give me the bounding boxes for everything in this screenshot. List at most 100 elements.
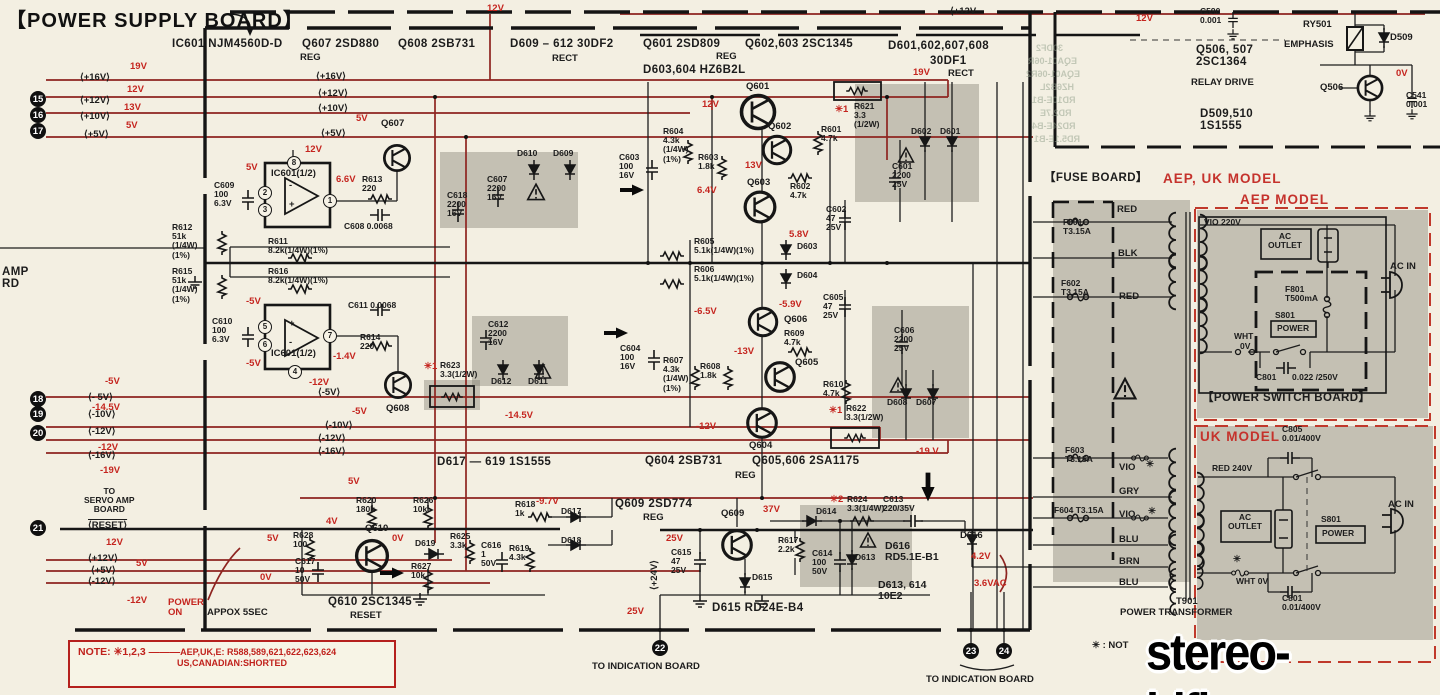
capacitor-c614: [833, 551, 847, 573]
title-arrow-head: [246, 27, 254, 36]
note-line1: NOTE: ✳1,2,3 ―――AEP,UK,E: R588,589,621,6…: [78, 646, 337, 658]
label-4v: 4V: [326, 516, 338, 527]
label-d613-614-10e2: D613, 614 10E2: [878, 579, 927, 603]
capacitor-c613: [902, 514, 924, 528]
label-c603-100-16v: C603 100 16V: [619, 152, 640, 181]
label-r614-220: R614 220: [360, 332, 381, 352]
terminal-19: 19: [30, 406, 46, 422]
diode-d604: [780, 268, 792, 290]
label-c611-0-0068: C611 0.0068: [348, 300, 397, 310]
label-: -: [289, 180, 293, 191]
label-0v: 0V: [1396, 68, 1408, 79]
capacitor-c604: [647, 349, 661, 371]
label-12v: 12V: [702, 99, 719, 110]
label-d616-rd5-1e-b1: D616 RD5.1E-B1: [885, 540, 939, 564]
transistor-q610: [354, 538, 390, 574]
label-ic601-1-2: IC601(1/2): [271, 348, 316, 359]
label-ac-in: AC IN: [1388, 499, 1414, 510]
label-ic601-njm4560d-d: IC601 NJM4560D-D: [172, 38, 283, 50]
label-5v: -5V: [246, 296, 261, 307]
transistor-q606: [747, 306, 779, 338]
label-reg: REG: [716, 51, 737, 62]
label-power-switch-board: 【POWER SWITCH BOARD】: [1202, 392, 1371, 404]
label-uk-model: UK MODEL: [1200, 429, 1280, 444]
label-25v: 25V: [666, 533, 683, 544]
outlet-slots: [1324, 237, 1332, 253]
label-relay-drive: RELAY DRIVE: [1191, 77, 1254, 88]
label-10v: ⟨+10V⟩: [318, 103, 348, 114]
label-r613-220: R613 220: [362, 174, 383, 194]
label-ic601-1-2: IC601(1/2): [271, 168, 316, 179]
transistor-q506: [1356, 74, 1384, 102]
label-q606: Q606: [784, 314, 808, 325]
label-12v: 12V: [127, 84, 144, 95]
label-13v: 13V: [745, 160, 762, 171]
terminal-20: 20: [30, 425, 46, 441]
label-to-indication-board: TO INDICATION BOARD: [926, 674, 1034, 685]
power-switch-box: [1270, 320, 1317, 338]
label-12v: -12V: [127, 595, 148, 606]
label-c609-100-6-3v: C609 100 6.3V: [214, 180, 235, 209]
label-19v: 19V: [130, 61, 147, 72]
label-12v: -12V: [309, 377, 330, 388]
label-f604-t3-15a: F604 T3.15A: [1054, 505, 1104, 515]
dashed-separator: [1130, 39, 1308, 573]
label-r607-4-3k-1-4w-1: R607 4.3k (1/4W) (1%): [663, 355, 689, 393]
label-to-indication-board: TO INDICATION BOARD: [592, 661, 700, 672]
label-c617-10-50v: C617 10 50V: [295, 556, 316, 585]
uk-region-border: [1194, 425, 1436, 663]
pointer-arrow: [921, 472, 935, 502]
aep-circuit-border: [1198, 216, 1387, 394]
label-2: 2: [258, 186, 272, 200]
label-eqa01-06r: EQA01-06R: [1028, 56, 1078, 66]
label-: +: [289, 318, 295, 329]
aep-model-panel: [1197, 210, 1428, 418]
label-red-240v: RED 240V: [1212, 463, 1253, 473]
label-12v: 12V: [1136, 13, 1153, 24]
label-c614-100-50v: C614 100 50V: [812, 548, 833, 577]
label-ry501: RY501: [1303, 19, 1332, 30]
warning-icon: [897, 147, 915, 163]
label-d614: D614: [816, 506, 837, 516]
label-r609-4-7k: R609 4.7k: [784, 328, 805, 348]
label-r618-1k: R618 1k: [515, 499, 536, 519]
label-d603: D603: [797, 241, 818, 251]
ac-plug-icon: [1381, 270, 1403, 300]
label-12v: ⟨+12V⟩: [88, 553, 118, 564]
resistor-r615: [217, 274, 227, 300]
label-7: 7: [323, 329, 337, 343]
outlet-slots: [1279, 519, 1288, 539]
terminal-23: 23: [963, 643, 979, 659]
label-r612-51k-1-4w-1: R612 51k (1/4W) (1%): [172, 222, 198, 260]
ground-icon: [1363, 110, 1377, 122]
resistor-r605: [659, 251, 685, 261]
switch-contact: [1299, 348, 1307, 356]
relay-box: [1346, 26, 1364, 51]
label-d604: D604: [797, 270, 818, 280]
label-r608-1-8k: R608 1.8k: [700, 361, 721, 381]
label-3: 3: [258, 203, 272, 217]
switch-contact: [1234, 348, 1242, 356]
junction-dots: [433, 95, 1006, 632]
label-1: ✳1: [835, 104, 849, 115]
label-6-4v: 6.4V: [697, 185, 717, 196]
label-r604-4-3k-1-4w-1: R604 4.3k (1/4W) (1%): [663, 126, 689, 164]
label-r623-3-3-1-2w: R623 3.3(1/2W): [440, 360, 478, 380]
label-5v: 5V: [267, 533, 279, 544]
label-d602: D602: [911, 126, 932, 136]
label-d618: D618: [561, 535, 582, 545]
label-q601: Q601: [746, 81, 770, 92]
label-vio-220v: VIO 220V: [1204, 217, 1241, 227]
label-1: 1: [323, 194, 337, 208]
label-12v: ⟨+12V⟩: [318, 88, 348, 99]
resistor-r613: [367, 194, 393, 204]
label-5v: ⟨+5V⟩: [321, 128, 346, 139]
label-q602: Q602: [768, 121, 792, 132]
label-c541-0-001: C541 0.001: [1406, 90, 1428, 110]
label-rect: RECT: [552, 53, 578, 64]
label-q506-507-2sc1364: Q506, 507 2SC1364: [1196, 44, 1254, 69]
label-power: POWER: [1322, 528, 1355, 538]
label-f602-t3-15a: F602 T3.15A: [1061, 278, 1089, 298]
resistor-r608: [723, 365, 733, 391]
